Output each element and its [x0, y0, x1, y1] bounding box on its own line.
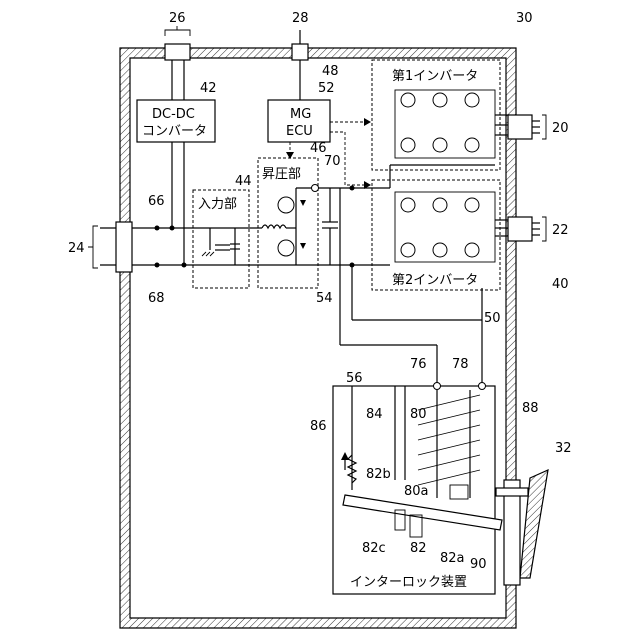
label-mg-line2: ECU: [286, 124, 313, 139]
ref-68: 68: [148, 291, 165, 306]
ref-30: 30: [516, 11, 533, 26]
ref-88: 88: [522, 401, 539, 416]
ref-82b: 82b: [366, 467, 391, 482]
ref-24: 24: [68, 241, 85, 256]
label-inverter2: 第2インバータ: [392, 273, 478, 288]
ref-82a: 82a: [440, 551, 465, 566]
ref-48: 48: [322, 64, 339, 79]
ref-26: 26: [169, 11, 186, 26]
ref-80: 80: [410, 407, 427, 422]
ref-90: 90: [470, 557, 487, 572]
label-input: 入力部: [198, 197, 237, 212]
ref-54: 54: [316, 291, 333, 306]
boost-switch-lower: [278, 240, 306, 256]
ref-86: 86: [310, 419, 327, 434]
connector-28: [292, 30, 308, 100]
ref-56: 56: [346, 371, 363, 386]
connector-26: [165, 26, 190, 100]
label-dcdc-line2: コンバータ: [142, 124, 207, 139]
label-dcdc-line1: DC-DC: [152, 107, 195, 122]
label-inverter1: 第1インバータ: [392, 69, 478, 84]
ref-66: 66: [148, 194, 165, 209]
ref-80a: 80a: [404, 484, 429, 499]
ref-70: 70: [324, 154, 341, 169]
connector-20: [508, 115, 546, 139]
ref-28: 28: [292, 11, 309, 26]
boost-switch-upper: [278, 197, 306, 213]
ref-42: 42: [200, 81, 217, 96]
label-mg-line1: MG: [290, 107, 311, 122]
ref-82c: 82c: [362, 541, 386, 556]
ref-20: 20: [552, 121, 569, 136]
label-interlock: インターロック装置: [350, 575, 467, 590]
ref-40: 40: [552, 277, 569, 292]
lid: [496, 470, 548, 585]
inverter1-switch: [401, 93, 479, 152]
ref-22: 22: [552, 223, 569, 238]
ref-44: 44: [235, 174, 252, 189]
connector-22: [508, 217, 546, 241]
ref-78: 78: [452, 357, 469, 372]
ref-76: 76: [410, 357, 427, 372]
ref-82: 82: [410, 541, 427, 556]
inverter2-switch: [401, 198, 479, 257]
label-boost: 昇圧部: [262, 167, 301, 182]
ref-52: 52: [318, 81, 335, 96]
ref-84: 84: [366, 407, 383, 422]
ref-32: 32: [555, 441, 572, 456]
ref-50: 50: [484, 311, 501, 326]
